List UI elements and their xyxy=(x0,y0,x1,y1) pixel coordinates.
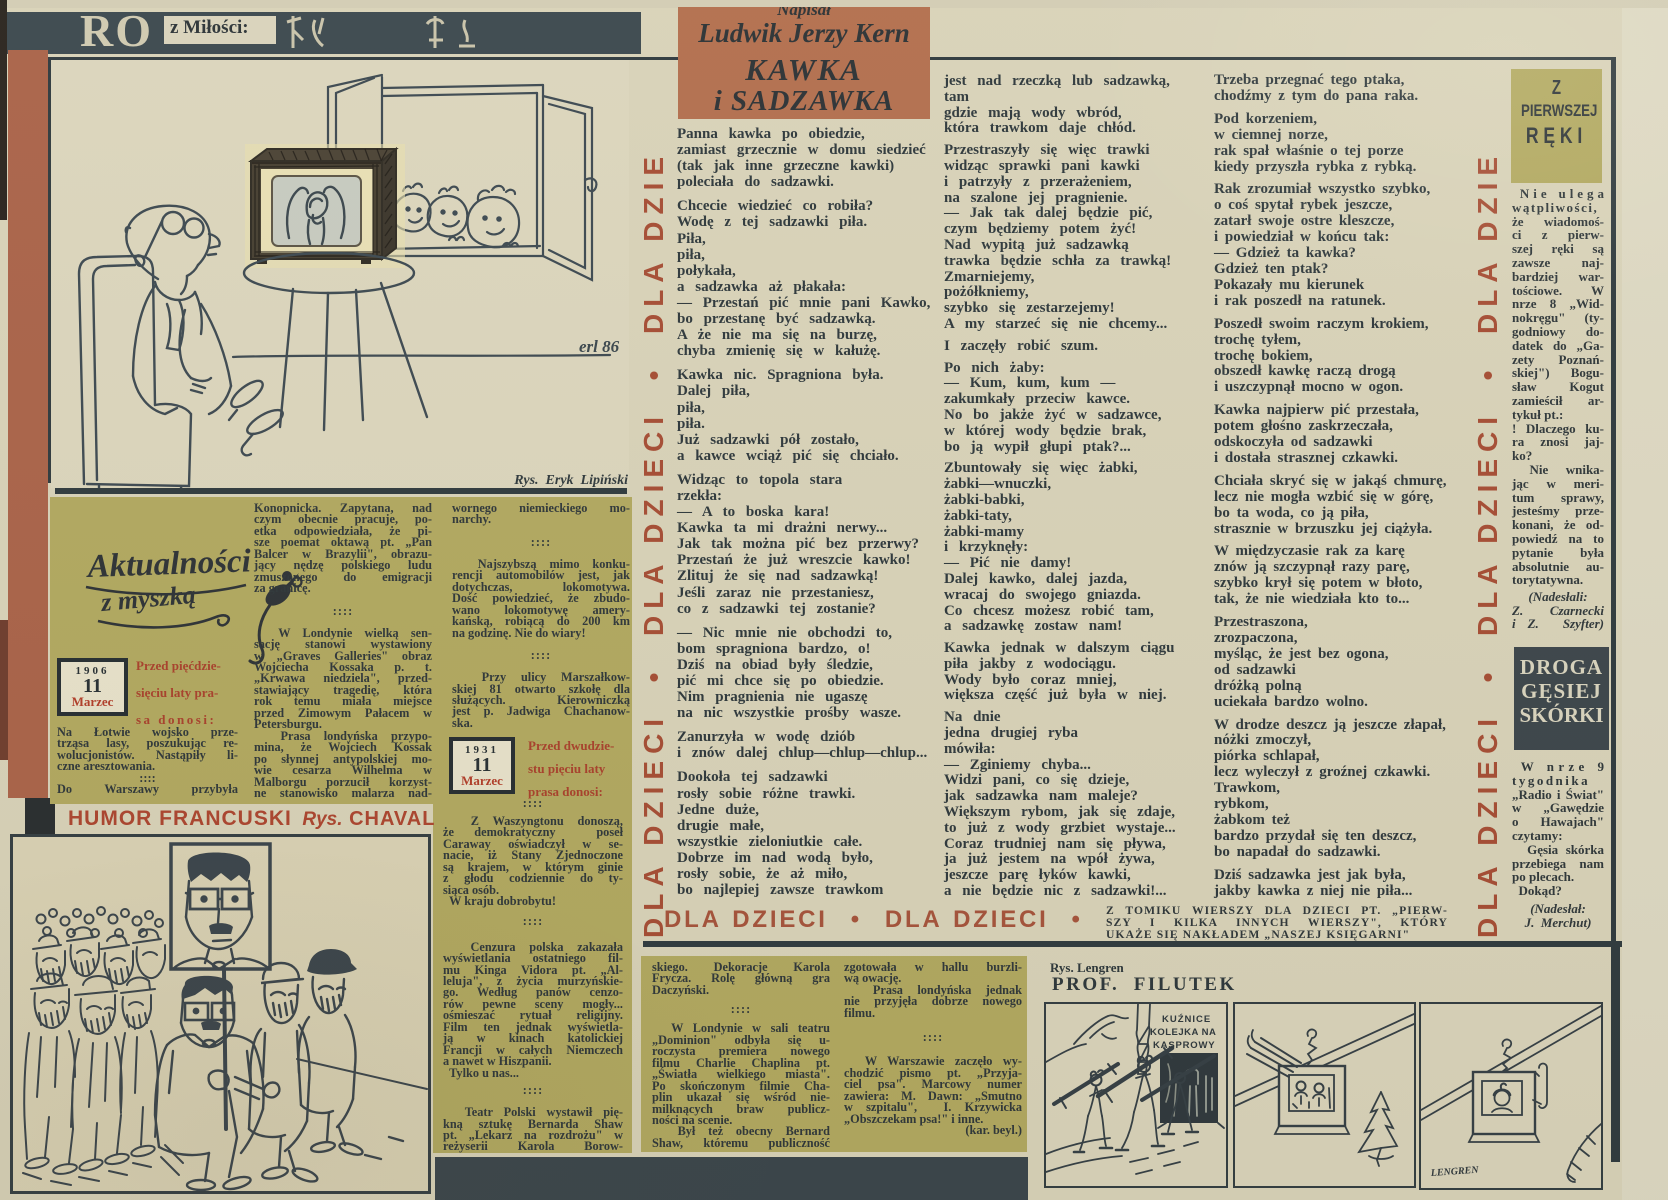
svg-text:LENGREN: LENGREN xyxy=(1429,1165,1479,1179)
svg-text:Rys. Eryk Lipiński: Rys. Eryk Lipiński xyxy=(513,473,628,488)
svg-text:erl 86: erl 86 xyxy=(579,337,620,356)
svg-text:KOLEJKA NA: KOLEJKA NA xyxy=(1150,1027,1216,1038)
svg-text:z myszką: z myszką xyxy=(99,580,197,617)
svg-text:KUŹNICE: KUŹNICE xyxy=(1162,1014,1211,1025)
svg-text:Aktualności: Aktualności xyxy=(85,543,252,585)
svg-text:KASPROWY: KASPROWY xyxy=(1153,1040,1215,1051)
